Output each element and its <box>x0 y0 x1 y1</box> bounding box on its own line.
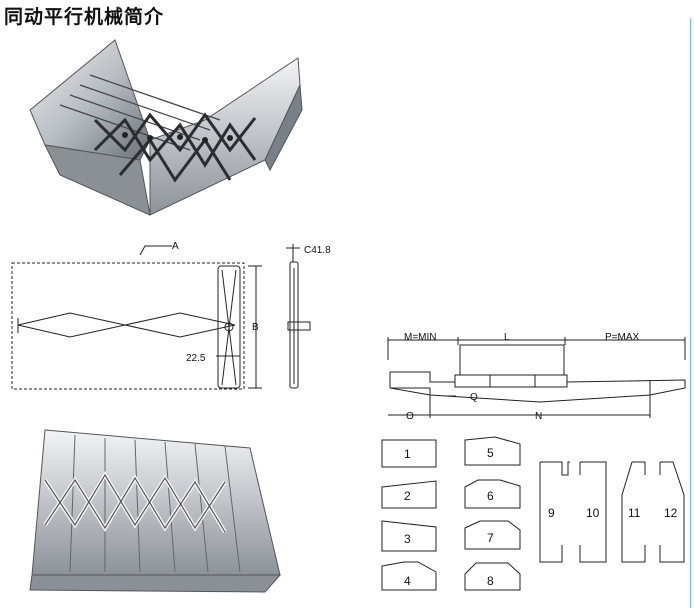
profile-label-8: 8 <box>487 574 494 588</box>
profile-3-shape <box>381 520 437 552</box>
page-title: 同动平行机械简介 <box>4 6 165 28</box>
profile-label-11: 11 <box>628 506 641 520</box>
profile-1-shape <box>381 439 437 468</box>
profile-label-6: 6 <box>487 489 494 503</box>
profile-11-shape <box>621 461 646 563</box>
profile-6-shape <box>464 479 521 509</box>
photo-cover-bottom <box>29 429 282 593</box>
label-p-max: P=MAX <box>605 332 640 343</box>
label-a: A <box>172 241 179 252</box>
profile-10-shape <box>579 461 607 563</box>
scissor-linkage-drawing <box>11 244 311 390</box>
profile-8-shape <box>464 562 521 591</box>
page-edge-line <box>690 18 691 608</box>
profile-shapes <box>381 436 685 591</box>
profile-label-1: 1 <box>404 447 411 461</box>
profile-5-shape <box>464 436 521 466</box>
label-22-5: 22.5 <box>186 353 206 364</box>
profile-label-3: 3 <box>404 532 411 546</box>
label-b: B <box>252 322 259 333</box>
label-m-min: M=MIN <box>404 332 437 343</box>
cover-dimension-drawing <box>387 337 686 418</box>
profile-4-shape <box>381 561 437 591</box>
profile-numbers: 1 2 3 4 5 6 7 8 9 10 11 12 <box>404 446 678 588</box>
label-q: Q <box>470 392 478 403</box>
label-o: O <box>406 411 414 422</box>
label-c41-8: C41.8 <box>304 245 331 256</box>
profile-9-shape <box>539 461 570 563</box>
profile-12-shape <box>659 461 685 563</box>
profile-label-12: 12 <box>664 506 678 520</box>
label-l: L <box>504 332 510 343</box>
photo-cover-top <box>29 39 303 216</box>
profile-label-7: 7 <box>487 531 494 545</box>
profile-2-shape <box>381 480 437 509</box>
profile-label-9: 9 <box>548 506 555 520</box>
label-n: N <box>535 411 542 422</box>
profile-label-5: 5 <box>487 446 494 460</box>
profile-label-4: 4 <box>404 574 411 588</box>
profile-7-shape <box>464 520 521 550</box>
profile-label-2: 2 <box>404 489 411 503</box>
profile-label-10: 10 <box>586 506 600 520</box>
